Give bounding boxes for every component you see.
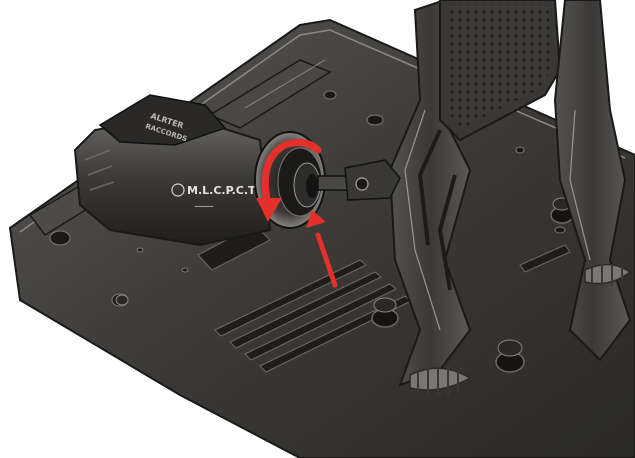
plate-holes [49,90,566,307]
housing-small-decal: ━━━━━━ [194,204,214,210]
cylinder-housing: ALRTER RACCORDS M.L.C.P.C.T ━━━━━━ [73,94,272,247]
push-rod-clevis [317,159,401,201]
brand-logo-mark [171,183,185,197]
pointer-arrow-icon [306,210,338,288]
mounting-screws [115,197,574,373]
pedal-footplate [439,0,562,142]
springs [409,263,632,396]
housing-brand-decal: M.L.C.P.C.T [187,184,256,197]
rotate-arrow-icon [256,138,322,222]
